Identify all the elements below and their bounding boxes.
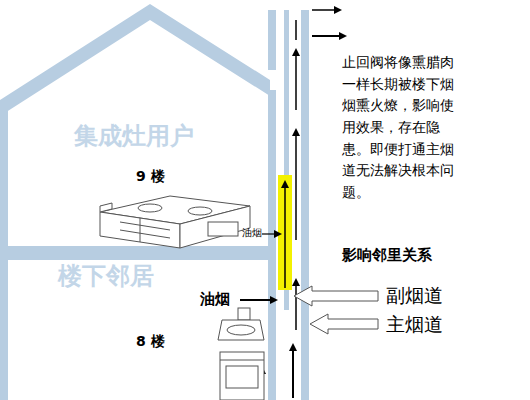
room-title: 集成灶用户	[74, 122, 194, 151]
shaft-wall	[268, 10, 276, 70]
gas-stove	[220, 352, 264, 400]
flow-arrow	[284, 182, 286, 288]
sub-flue-highlight	[278, 175, 292, 290]
flow-arrow	[295, 130, 297, 240]
flow-arrow	[312, 9, 340, 11]
flue-label: 主烟道	[386, 313, 443, 336]
pointer-arrow	[294, 286, 378, 306]
flow-arrow	[292, 345, 294, 398]
room-title: 楼下邻居	[58, 262, 154, 291]
flow-arrow	[312, 35, 345, 37]
callout-heading: 影响邻里关系	[342, 246, 432, 264]
shaft-wall	[268, 90, 276, 400]
flow-arrow	[295, 50, 297, 110]
roof	[0, 4, 270, 116]
smoke-arrow	[240, 299, 276, 301]
integrated-stove	[100, 196, 250, 248]
smoke-label: 油烟	[200, 290, 230, 308]
shaft-wall	[301, 10, 309, 400]
smoke-arrow	[262, 233, 280, 234]
flow-arrow	[295, 280, 297, 330]
floor-slab	[0, 246, 272, 260]
floor-label: 9 楼	[136, 168, 165, 185]
pointer-arrow	[310, 314, 378, 334]
flue-label: 副烟道	[386, 284, 443, 307]
range-hood	[218, 308, 264, 340]
floor-label: 8 楼	[136, 333, 165, 350]
smoke-label: 油烟	[242, 227, 262, 239]
flow-arrow	[295, 20, 297, 40]
callout-note: 止回阀将像熏腊肉一样长期被楼下烟烟熏火燎，影响使用效果，存在隐患。即便打通主烟道…	[342, 52, 462, 204]
